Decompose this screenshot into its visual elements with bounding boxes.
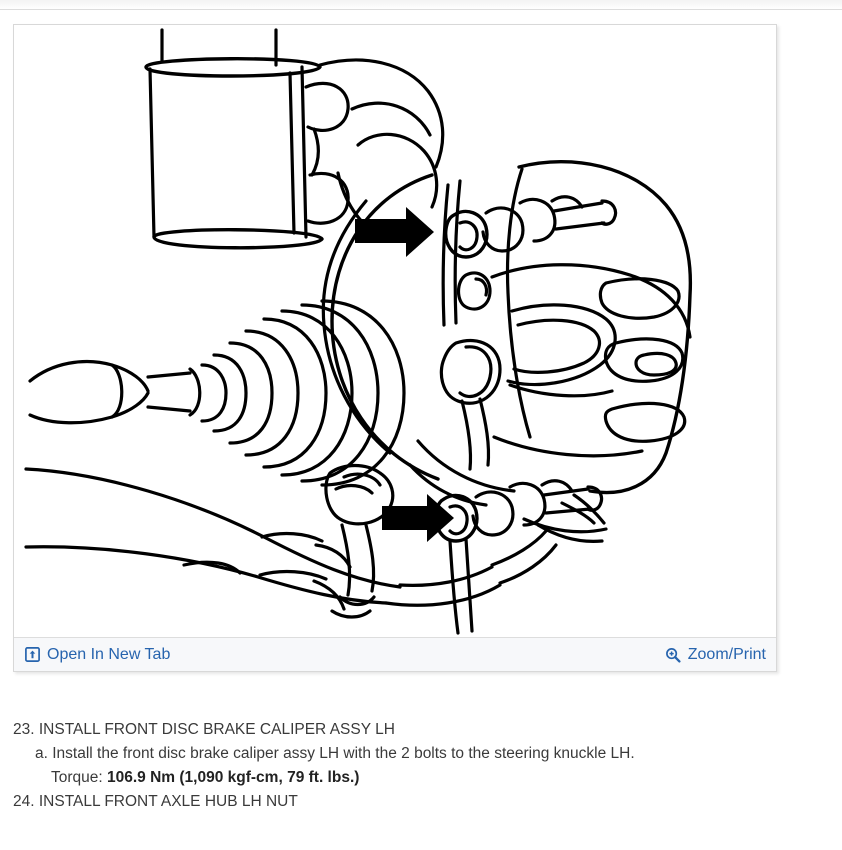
torque-specification: Torque: 106.9 Nm (1,090 kgf-cm, 79 ft. l… [13,766,813,790]
instruction-list: 23. INSTALL FRONT DISC BRAKE CALIPER ASS… [13,718,813,814]
figure-toolbar: Open In New Tab Zoom/Print [14,637,776,671]
open-in-new-tab-link[interactable]: Open In New Tab [24,645,171,663]
torque-value: 106.9 Nm (1,090 kgf-cm, 79 ft. lbs.) [107,769,360,786]
brake-caliper-line-drawing [14,25,776,637]
page-top-strip [0,0,842,10]
lower-callout-arrow [382,494,454,542]
figure-image [14,25,776,637]
zoom-print-link[interactable]: Zoom/Print [665,645,766,663]
step-24: 24. INSTALL FRONT AXLE HUB LH NUT [13,793,298,810]
upper-callout-arrow [355,207,434,257]
step-23: 23. INSTALL FRONT DISC BRAKE CALIPER ASS… [13,721,395,738]
open-in-new-tab-icon [24,647,40,663]
step-23-substep-a: a. Install the front disc brake caliper … [35,745,635,762]
zoom-print-label: Zoom/Print [687,645,766,663]
torque-label: Torque: [51,769,108,786]
figure-panel: Open In New Tab Zoom/Print [13,24,777,672]
open-in-new-tab-label: Open In New Tab [47,645,171,663]
magnifier-plus-icon [665,647,681,663]
